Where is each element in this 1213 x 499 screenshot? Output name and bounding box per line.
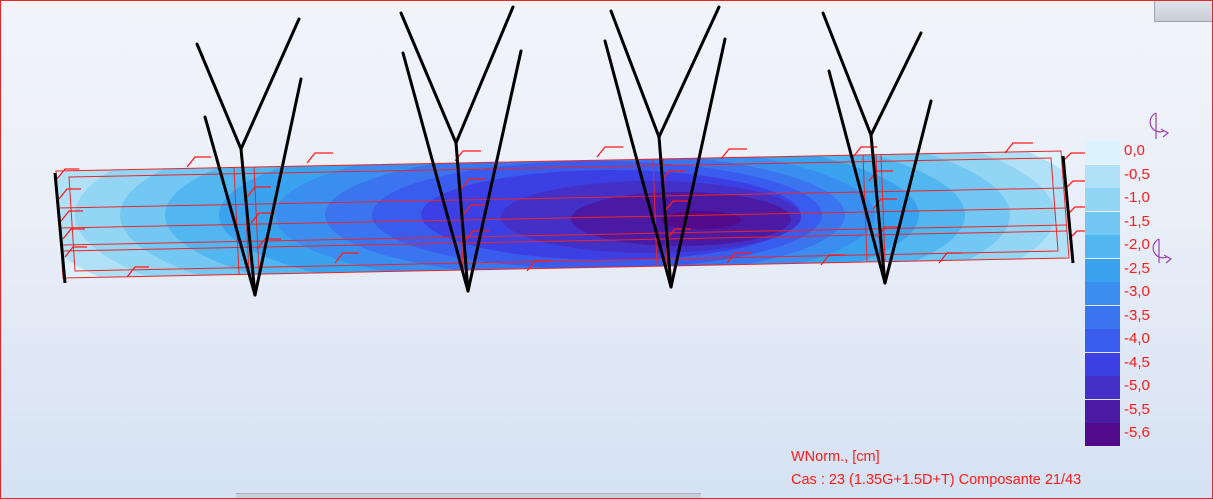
legend-label: -2,0: [1124, 236, 1150, 253]
legend-label: -1,5: [1124, 212, 1150, 230]
axis-marker: [666, 228, 691, 240]
axis-marker: [460, 178, 485, 190]
slab-inner-outline: [68, 157, 1059, 272]
axis-marker: [872, 198, 897, 210]
legend-label: -4,5: [1124, 353, 1150, 371]
rotation-axis-icon[interactable]: [1149, 112, 1170, 139]
contour-band: [661, 211, 741, 229]
legend-swatch: [1085, 282, 1120, 305]
axis-marker: [454, 150, 481, 162]
axis-marker: [246, 186, 271, 198]
legend-label: -3,0: [1124, 283, 1150, 300]
legend-label: -5,6: [1124, 424, 1150, 441]
deflection-contours: [56, 151, 1069, 278]
edge-support: [1061, 155, 1075, 264]
axis-marker: [56, 168, 79, 180]
legend-swatch: [1085, 235, 1120, 258]
axis-marker: [256, 238, 281, 250]
bottom-scroll-tab[interactable]: [236, 493, 701, 498]
axis-marker: [526, 260, 551, 272]
axis-marker: [868, 170, 893, 182]
rotation-axis-icon[interactable]: [1152, 238, 1173, 264]
axis-marker: [250, 212, 275, 224]
legend-label: -2,5: [1124, 259, 1150, 277]
axis-marker: [1064, 180, 1089, 190]
legend-label: -5,5: [1124, 400, 1150, 418]
axis-marker: [60, 210, 83, 222]
strut-support-3: [603, 5, 727, 289]
axis-marker: [186, 156, 211, 168]
legend-swatch: [1085, 211, 1120, 235]
axis-marker: [126, 266, 149, 278]
strut-support-1: [195, 17, 303, 297]
legend-swatch: [1085, 305, 1120, 329]
axis-marker: [58, 188, 81, 200]
legend-swatch: [1085, 376, 1120, 399]
axis-marker: [720, 148, 747, 160]
axis-marker: [938, 252, 963, 264]
axis-marker: [462, 204, 487, 216]
legend-label: -4,0: [1124, 330, 1150, 347]
legend-swatch: [1085, 352, 1120, 376]
legend-label: -1,0: [1124, 189, 1150, 206]
legend-label: -0,5: [1124, 165, 1150, 183]
edge-support: [53, 172, 67, 284]
strut-support-2: [399, 5, 523, 293]
legend-label: 0,0: [1124, 142, 1145, 159]
axis-marker: [334, 252, 359, 264]
corner-tab[interactable]: [1154, 1, 1212, 22]
axis-marker: [64, 246, 87, 258]
axis-marker: [464, 230, 489, 242]
axis-marker: [306, 152, 333, 164]
mesh-line: [62, 230, 1068, 252]
mesh-line: [253, 166, 260, 274]
axis-marker: [1004, 142, 1033, 154]
strut-supports: [195, 5, 933, 297]
result-caption: WNorm., [cm] Cas : 23 (1.35G+1.5D+T) Com…: [791, 446, 1081, 492]
legend-swatch: [1085, 164, 1120, 188]
axis-marker: [596, 146, 623, 158]
result-quantity-label: WNorm., [cm]: [791, 449, 880, 465]
axis-marker: [820, 254, 845, 266]
edge-supports: [53, 155, 1075, 284]
legend-swatch: [1085, 399, 1120, 423]
legend-label: -5,0: [1124, 377, 1150, 394]
axis-marker: [62, 228, 85, 240]
axis-marker: [726, 252, 751, 264]
axis-marker: [1062, 152, 1087, 162]
mesh-line: [880, 154, 886, 262]
mesh-line: [652, 158, 658, 266]
axis-marker: [664, 200, 689, 212]
legend-swatch: [1085, 188, 1120, 211]
strut-support-4: [821, 11, 933, 285]
legend-swatch: [1085, 141, 1120, 164]
mesh-line: [233, 167, 240, 275]
legend-swatch: [1085, 258, 1120, 282]
legend-swatch: [1085, 329, 1120, 352]
legend-label: -3,5: [1124, 306, 1150, 324]
legend-swatch: [1085, 423, 1120, 446]
mesh-line: [60, 207, 1067, 229]
load-case-label: Cas : 23 (1.35G+1.5D+T) Composante 21/43: [791, 472, 1082, 488]
mesh-line: [58, 187, 1065, 209]
